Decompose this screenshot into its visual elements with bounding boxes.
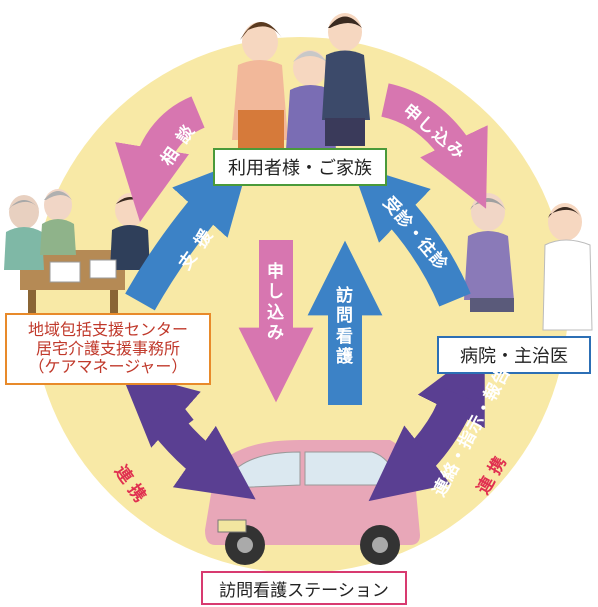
visit-exam-arrow (351, 164, 471, 307)
node-user-family-label: 利用者様・ご家族 (228, 158, 372, 179)
node-hospital-label: 病院・主治医 (460, 346, 568, 367)
family-illustration (232, 13, 370, 165)
node-nursing-station-label: 訪問看護ステーション (219, 580, 389, 601)
support-arrow (125, 157, 251, 311)
label-visit-nursing: 訪 問 看 護 (336, 286, 353, 368)
cooperate-left-arrow-b (146, 404, 256, 500)
apply-right-arrow (380, 83, 488, 209)
label-apply-center: 申 し 込 み (267, 262, 284, 344)
node-hospital: 病院・主治医 (437, 336, 591, 374)
consult-arrow (115, 96, 206, 222)
node-user-family: 利用者様・ご家族 (213, 148, 387, 186)
doctor-illustration (464, 193, 593, 331)
node-care-center-line2: 居宅介護支援事務所 (35, 338, 180, 358)
node-care-center: 地域包括支援センター 居宅介護支援事務所 （ケアマネージャー） (5, 313, 211, 385)
cooperate-right-arrow-b (368, 388, 476, 502)
node-nursing-station: 訪問看護ステーション (201, 571, 407, 605)
node-care-center-line3: （ケアマネージャー） (28, 357, 188, 377)
node-care-center-line1: 地域包括支援センター (27, 320, 188, 340)
